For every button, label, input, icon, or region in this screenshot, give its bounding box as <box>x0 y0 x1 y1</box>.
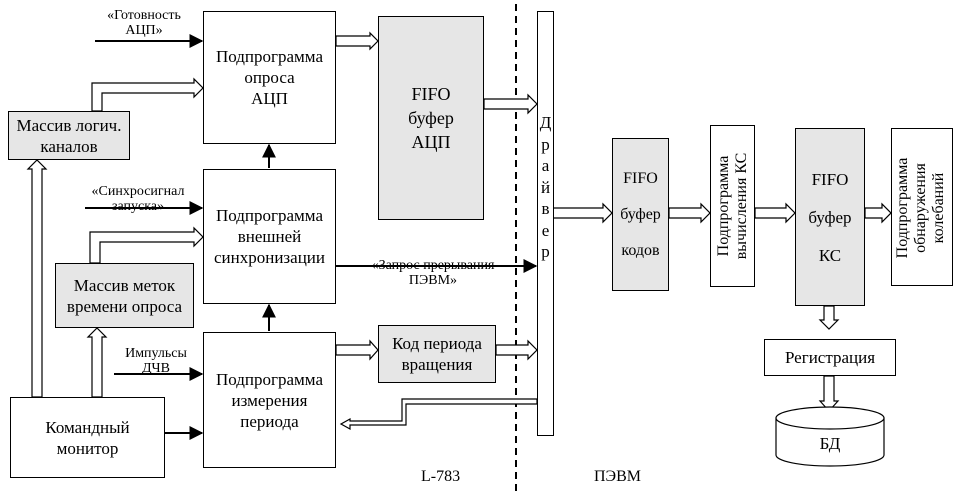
fifo-ks-block: FIFO буфер КС <box>795 128 865 306</box>
fifo-codes-block: FIFO буфер кодов <box>612 138 669 291</box>
osc-detect-block <box>891 128 953 286</box>
ks-calc-block <box>710 125 755 287</box>
pulses-label: Импульсы ДЧВ <box>125 346 187 376</box>
sync-signal-label: «Синхросигнал запуска» <box>91 184 185 214</box>
section-right-label: ПЭВМ <box>594 468 642 485</box>
db-cylinder <box>775 406 885 467</box>
driver-block <box>537 11 554 436</box>
section-left-label: L-783 <box>421 468 461 485</box>
registration-block: Регистрация <box>764 339 896 376</box>
sync-block: Подпрограмма внешней синхронизации <box>203 169 336 304</box>
channels-to-adc-arrow <box>91 77 204 112</box>
code-to-driver-arrow <box>495 339 538 361</box>
monitor-to-marks-arrow <box>86 327 108 398</box>
fifoks-to-osc-arrow <box>864 202 892 224</box>
rotation-code-block: Код периода вращения <box>378 325 496 383</box>
monitor-to-channels-arrow <box>26 159 48 398</box>
fifo-adc-block: FIFO буфер АЦП <box>378 16 484 220</box>
marks-to-sync-arrow <box>89 226 204 264</box>
period-to-code-arrow <box>335 339 379 361</box>
reg-to-db-arrow <box>818 375 840 412</box>
irq-request-label: «Запрос прерывания ПЭВМ» <box>371 258 495 288</box>
osc-detect-label: Подпрограмма обнаружения колебаний <box>894 157 947 259</box>
fifoks-to-reg-arrow <box>818 305 840 330</box>
period-measure-block: Подпрограмма измерения периода <box>203 332 336 468</box>
driver-label: Д р а й в е р <box>539 113 552 261</box>
fifo-to-driver-arrow <box>483 93 538 115</box>
adc-to-fifo-arrow <box>335 31 379 51</box>
driver-to-fifocodes-arrow <box>552 202 613 224</box>
ks-to-fifoks-arrow <box>754 202 796 224</box>
db-label: БД <box>819 434 841 453</box>
driver-to-period-arrow <box>339 398 538 431</box>
adc-ready-label: «Готовность АЦП» <box>107 8 181 38</box>
command-monitor-block: Командный монитор <box>10 397 165 478</box>
adc-poll-block: Подпрограмма опроса АЦП <box>203 11 336 144</box>
ks-calc-label: Подпрограмма вычисления КС <box>715 152 750 260</box>
time-marks-block: Массив меток времени опроса <box>55 263 194 328</box>
log-channels-block: Массив логич. каналов <box>8 111 130 160</box>
codes-to-ks-arrow <box>668 202 711 224</box>
